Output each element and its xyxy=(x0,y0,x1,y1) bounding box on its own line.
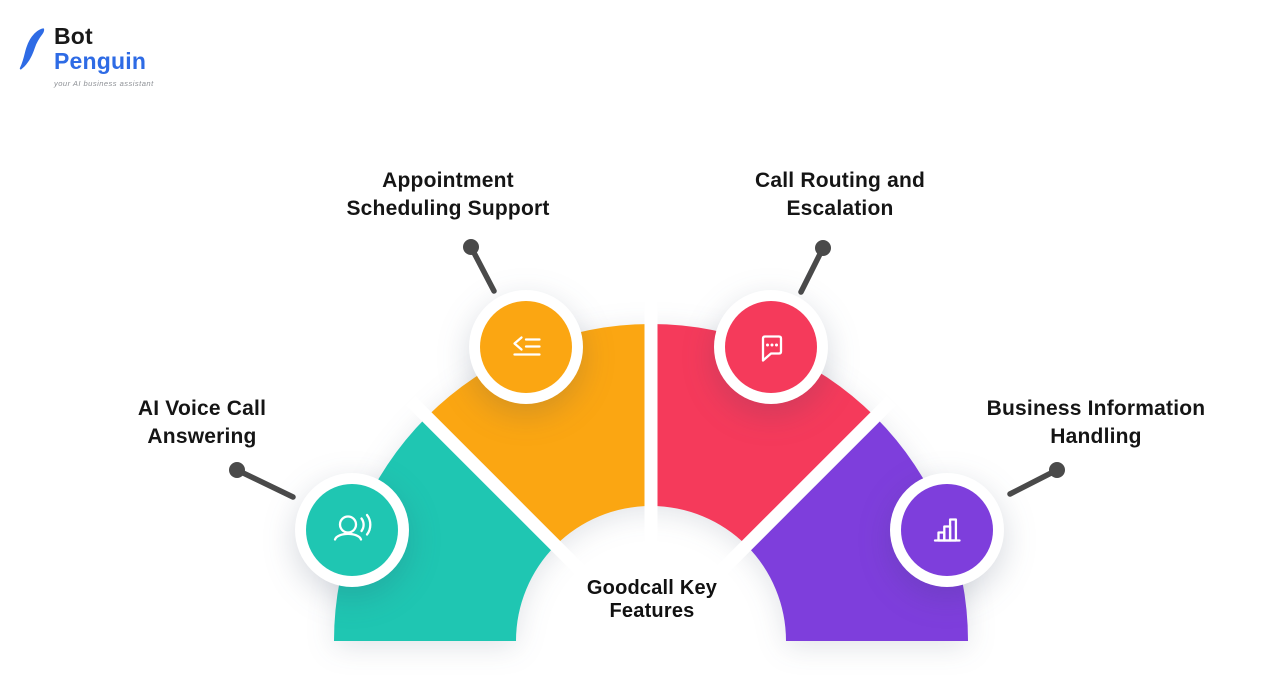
connector-dot-business-info xyxy=(1049,462,1065,478)
medallion-ai-voice-call xyxy=(295,473,409,587)
medallion-disc xyxy=(725,301,817,393)
label-ai-voice-call: AI Voice Call Answering xyxy=(137,397,267,448)
label-business-information: Business Information Handling xyxy=(986,397,1206,448)
voice-call-icon xyxy=(333,513,372,541)
connector-dot-call-routing xyxy=(815,240,831,256)
sector-business-information xyxy=(746,416,969,641)
divider-left xyxy=(406,396,656,646)
schedule-list-icon xyxy=(513,336,541,356)
sector-ai-voice-call xyxy=(334,416,556,641)
penguin-flipper xyxy=(26,42,34,60)
connector-appointment xyxy=(468,244,497,294)
brand-name-penguin: Penguin xyxy=(54,48,147,74)
connector-dot-appointment xyxy=(463,239,479,255)
medallion-business-info xyxy=(890,473,1004,587)
botpenguin-logo: Bot Penguin your AI business assistant xyxy=(14,14,154,88)
penguin-icon xyxy=(19,28,45,70)
sector-ring xyxy=(334,324,969,641)
label-appointment-scheduling: Appointment Scheduling Support xyxy=(346,169,550,220)
sector-call-routing xyxy=(651,324,876,546)
connector-business-info xyxy=(1007,467,1060,497)
medallion-disc xyxy=(901,484,993,576)
bar-chart-icon xyxy=(933,518,961,542)
diagram-title: Goodcall Key Features xyxy=(586,577,718,622)
connector-call-routing xyxy=(798,245,826,295)
connector-dot-ai-voice-call xyxy=(229,462,245,478)
sector-dividers xyxy=(406,294,896,646)
medallion-appointment xyxy=(469,290,583,404)
chat-bubble-icon xyxy=(761,335,783,362)
brand-tagline: your AI business assistant xyxy=(54,79,154,88)
connector-ai-voice-call xyxy=(234,467,296,500)
divider-right xyxy=(646,396,896,646)
label-call-routing: Call Routing and Escalation xyxy=(754,169,926,220)
label-connectors xyxy=(229,239,1065,500)
medallion-call-routing xyxy=(714,290,828,404)
medallion-disc xyxy=(306,484,398,576)
brand-name-bot: Bot xyxy=(54,23,93,49)
